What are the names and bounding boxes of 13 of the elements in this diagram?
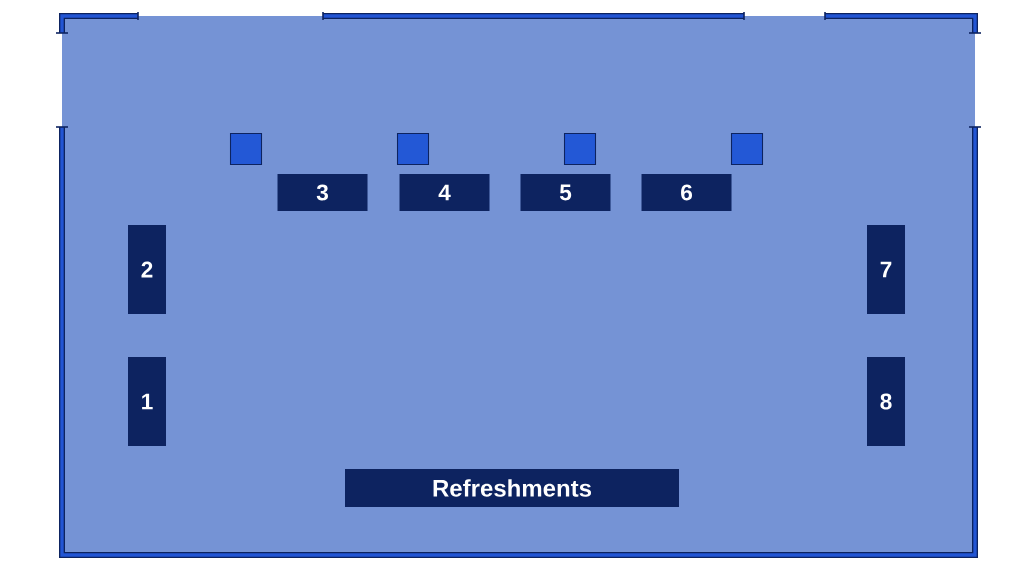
square-block <box>396 132 430 166</box>
table: 7 <box>867 225 905 314</box>
table: 6 <box>641 174 732 211</box>
table: 2 <box>128 225 166 314</box>
table: 5 <box>520 174 611 211</box>
table: 3 <box>277 174 368 211</box>
table: Refreshments <box>345 469 679 507</box>
square-block <box>229 132 263 166</box>
square-block <box>563 132 597 166</box>
square-block <box>730 132 764 166</box>
table: 4 <box>399 174 490 211</box>
table: 1 <box>128 357 166 446</box>
table: 8 <box>867 357 905 446</box>
